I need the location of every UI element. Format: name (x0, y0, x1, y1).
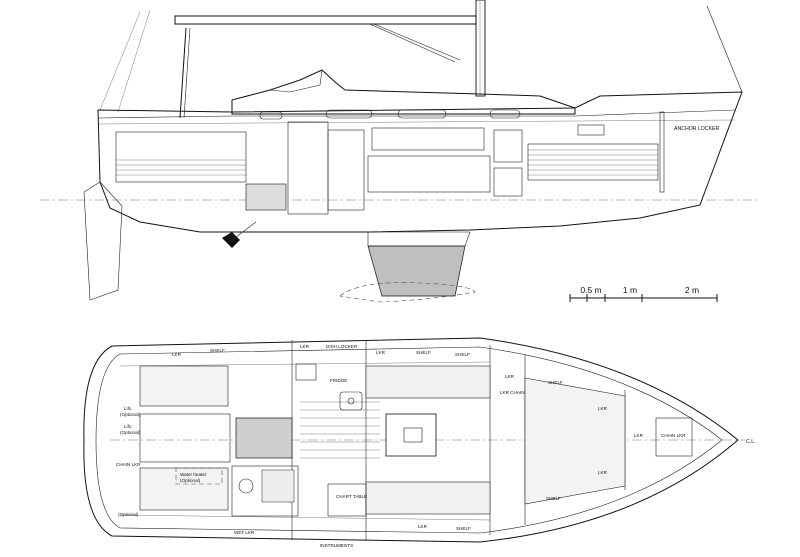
shower-tray (261, 469, 295, 503)
settee-stbd (365, 481, 491, 515)
porthole (489, 109, 521, 119)
plan-label: CHART TABLE (336, 494, 367, 499)
galley-drain (347, 397, 355, 405)
saloon-table (385, 413, 437, 457)
plan-label: (Optional) (120, 412, 141, 417)
plan-label: (Optional) (180, 478, 201, 483)
plan-hull-inner (95, 346, 723, 534)
scale-tick-label: 1 m (623, 285, 637, 295)
settee-port (365, 365, 491, 399)
deck-line (97, 119, 736, 125)
head-compartment (231, 465, 299, 517)
plan-label: CHAIN LKR (661, 433, 686, 438)
plan-label: (Optional) (118, 512, 139, 517)
backrest-pole (179, 27, 187, 119)
plan-label: SHELF (548, 380, 563, 385)
plan-label: LKR (598, 470, 608, 475)
porthole (259, 111, 283, 120)
plan-label: SHELF (210, 348, 225, 353)
plan-label: SHELF (416, 350, 431, 355)
anchor-locker-label: ANCHOR LOCKER (674, 126, 720, 132)
keel (367, 245, 466, 297)
plan-label: LKR (505, 374, 515, 379)
porthole (325, 109, 373, 119)
sheer-line (97, 109, 736, 119)
boom-vang (369, 23, 456, 63)
backstay-2 (117, 9, 151, 113)
plan-hull-outer (83, 337, 739, 543)
plan-label: FRIDGE (330, 378, 347, 383)
prop-shaft (231, 221, 257, 241)
plan-label: LKR (172, 352, 182, 357)
aft-berth-port (139, 365, 229, 407)
water-heater-box (175, 467, 223, 485)
boom-vang-2 (373, 23, 461, 61)
side-profile-view: ANCHOR LOCKER (40, 0, 760, 303)
plan-label: LKR (300, 344, 310, 349)
vee-berth (527, 143, 659, 181)
alt-keel (339, 282, 476, 303)
locker-edge (119, 514, 491, 521)
vee-berth-hatch (528, 149, 658, 176)
backrest-pole-2 (183, 27, 191, 119)
plan-label: LKR (598, 406, 608, 411)
mast (475, 0, 486, 97)
cabin-sole-planks (300, 401, 380, 459)
propeller (222, 232, 240, 248)
chain-locker-bulkhead (659, 111, 665, 193)
boom (174, 15, 477, 25)
scale-bar: 0.5 m 1 m 2 m (569, 285, 718, 302)
scale-tick-label: 2 m (685, 285, 699, 295)
plan-label: SHELF (456, 526, 471, 531)
settee-port (367, 155, 491, 193)
locker-doors (371, 127, 485, 151)
plan-label: (Optional) (120, 430, 141, 435)
plan-label: WET LKR (234, 530, 255, 535)
aft-berth (115, 131, 247, 183)
chain-locker-box (655, 417, 693, 457)
plan-view: C.L. (83, 337, 756, 548)
porthole (397, 109, 447, 119)
galley-sink (339, 391, 363, 411)
plan-label: LKR (634, 433, 644, 438)
toilet (238, 478, 254, 494)
aft-berth-hatch (116, 159, 246, 176)
plan-label: LKR (418, 524, 428, 529)
plan-label: Lifo (124, 406, 132, 411)
scale-tick-label: 0.5 m (580, 285, 601, 295)
hull-profile (97, 91, 743, 233)
plan-label: Water heater (180, 472, 207, 477)
aft-berth-stbd (139, 467, 229, 511)
centerline-label: C.L. (746, 439, 756, 445)
cabinet-doors (493, 167, 523, 197)
stove (295, 363, 317, 381)
porthole (577, 124, 605, 136)
galley-stack (327, 129, 365, 211)
saloon-table-inner (403, 427, 423, 443)
cabinet-doors (493, 129, 523, 163)
plan-label: LKR (376, 350, 386, 355)
plan-label: INSTRUMENTS (320, 543, 353, 548)
plan-label: SHELF (455, 352, 470, 357)
plan-label: LKR CHAIN (500, 390, 525, 395)
windscreen (269, 69, 323, 93)
plan-label: CHAIN LKR (116, 462, 141, 467)
backstay (99, 11, 141, 111)
deckhouse (231, 69, 576, 115)
engine (235, 417, 293, 459)
keel-stub (367, 231, 471, 247)
plan-label: Lifo (124, 424, 132, 429)
chart-table (327, 483, 367, 517)
vee-berth (524, 377, 626, 505)
cockpit-sole (139, 413, 231, 463)
engine (245, 183, 287, 211)
plan-label: DISH LOCKER (326, 344, 358, 349)
forestay (706, 5, 743, 93)
rudder (83, 181, 123, 301)
plan-label: SHELF (546, 496, 561, 501)
